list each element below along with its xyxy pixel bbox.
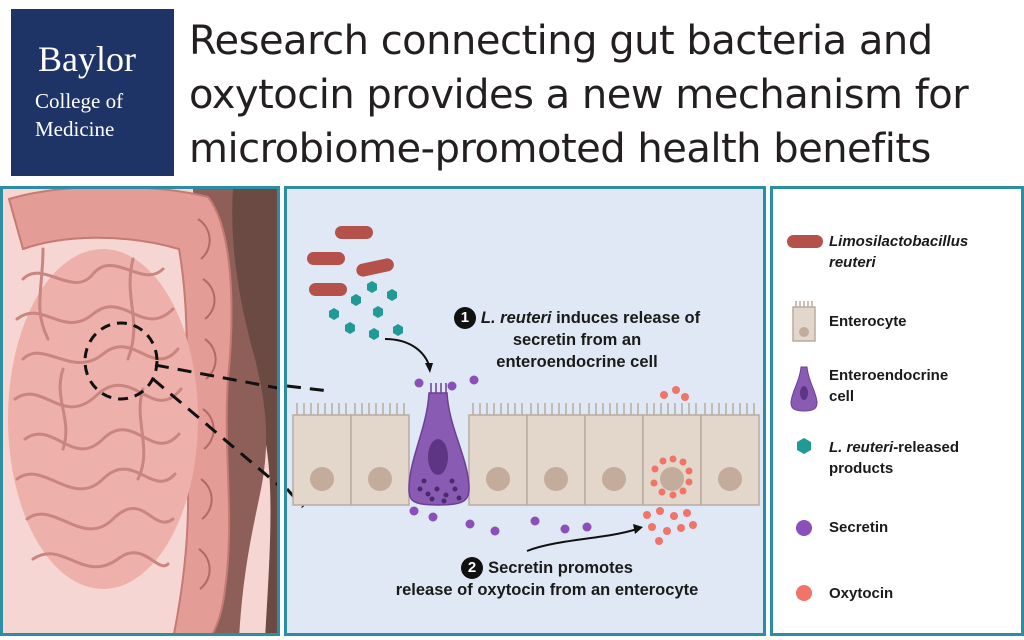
legend-symbols xyxy=(787,235,823,601)
legend-oxytocin-label: Oxytocin xyxy=(829,585,894,602)
legend-products-line2: products xyxy=(829,460,894,477)
legend-enteroendocrine-line1: Enteroendocrine xyxy=(829,367,949,384)
product xyxy=(369,328,379,340)
legend-products-icon xyxy=(797,438,811,454)
zoom-circle xyxy=(83,321,159,401)
oxytocin-released-top xyxy=(660,386,689,401)
legend-enterocyte-label: Enterocyte xyxy=(829,313,907,330)
eec-granules xyxy=(417,478,462,504)
legend-bacterium-line2: reuteri xyxy=(829,254,876,271)
bacterium xyxy=(356,258,394,277)
step2-line2: release of oxytocin from an enterocyte xyxy=(395,581,699,599)
zoom-line-upper-cont xyxy=(287,384,330,393)
headline: Research connecting gut bacteria and oxy… xyxy=(189,14,1019,176)
oxytocin-released-bottom xyxy=(643,507,697,545)
epithelium xyxy=(292,383,760,506)
oxytocin-ring xyxy=(650,455,693,499)
step2-line1: Secretin promotes xyxy=(488,559,633,577)
step2-arrowhead xyxy=(633,524,643,534)
step2-number: 2 xyxy=(461,557,484,579)
enterocyte-cell xyxy=(468,414,528,506)
legend-enteroendocrine-icon xyxy=(790,366,818,412)
bacterium xyxy=(309,283,347,296)
baylor-logo: Baylor College of Medicine xyxy=(11,9,174,176)
product xyxy=(373,306,383,318)
enterocyte-cell xyxy=(526,414,586,506)
product xyxy=(351,294,361,306)
legend-enteroendocrine-line2: cell xyxy=(829,388,855,405)
logo-line-3: Medicine xyxy=(35,117,115,141)
enterocyte-cell xyxy=(700,414,760,506)
step1-italic: L. reuteri xyxy=(480,309,552,327)
legend-bacterium-line1: Limosilactobacillus xyxy=(829,233,969,250)
colon-haustra xyxy=(197,218,217,590)
legend-secretin-label: Secretin xyxy=(829,519,889,536)
logo-line-2: College of xyxy=(35,89,124,113)
bacterium xyxy=(335,226,373,239)
enterocyte-cell xyxy=(292,414,352,506)
headline-line-2: oxytocin provides a new mechanism for xyxy=(189,72,969,118)
product xyxy=(345,322,355,334)
bacterium xyxy=(307,252,345,265)
released-products xyxy=(329,281,403,340)
step2-arrow xyxy=(526,528,638,552)
legend-panel: Limosilactobacillus reuteri Enterocyte E… xyxy=(770,186,1024,636)
product xyxy=(367,281,377,293)
enterocyte-cell xyxy=(350,414,410,506)
step1-arrow xyxy=(384,338,430,366)
legend-enteroendocrine-label: Enteroendocrine cell xyxy=(829,365,1019,407)
eec-microvilli xyxy=(430,383,447,393)
step1-number: 1 xyxy=(453,307,476,329)
microvilli xyxy=(296,403,755,415)
legend-products-label: L. reuteri-released products xyxy=(829,437,1019,479)
intestine-panel xyxy=(0,186,280,636)
headline-line-1: Research connecting gut bacteria and xyxy=(189,18,933,64)
eec-nucleus xyxy=(428,439,448,475)
headline-line-3: microbiome-promoted health benefits xyxy=(189,126,931,172)
product xyxy=(387,289,397,301)
legend-bacterium-label: Limosilactobacillus reuteri xyxy=(829,231,1019,273)
legend-bacterium-icon xyxy=(787,235,823,248)
enterocyte-cell xyxy=(584,414,644,506)
secretin-released-bottom xyxy=(409,506,592,536)
legend-products-italic: L. reuteri xyxy=(829,439,894,456)
intestine-folds xyxy=(13,247,183,569)
step1-arrowhead xyxy=(425,363,433,373)
cell-nuclei xyxy=(310,467,742,491)
legend-secretin-icon xyxy=(796,520,812,536)
bacteria-cluster xyxy=(307,226,394,296)
product xyxy=(393,324,403,336)
intestine-illustration xyxy=(7,189,277,633)
secretin-released-top xyxy=(414,375,479,391)
legend-enterocyte-icon xyxy=(792,301,816,342)
step1-line1: induces release of xyxy=(551,309,701,327)
legend-oxytocin-icon xyxy=(796,585,812,601)
product xyxy=(329,308,339,320)
mechanism-diagram xyxy=(287,226,760,552)
logo-line-1: Baylor xyxy=(38,39,136,79)
legend-products-rest: -released xyxy=(893,439,960,456)
step1-line3: enteroendocrine cell xyxy=(496,353,658,371)
small-intestine-mass xyxy=(8,249,198,589)
step1-line2: secretin from an xyxy=(512,331,642,349)
zoom-line-lower xyxy=(152,377,277,486)
